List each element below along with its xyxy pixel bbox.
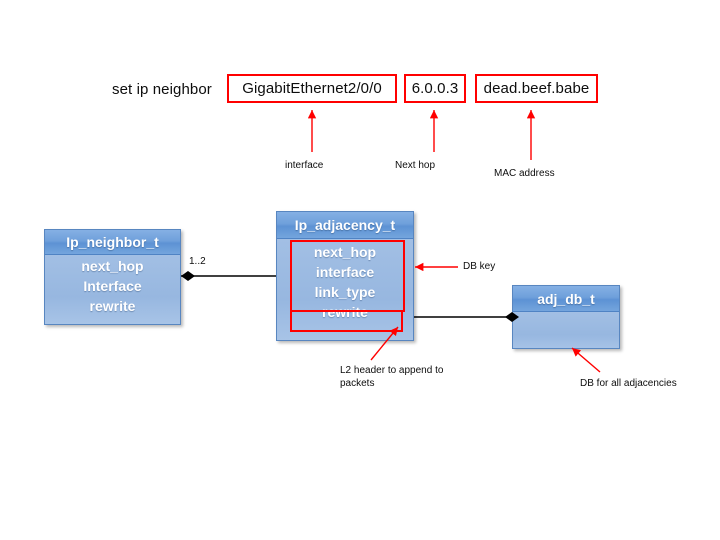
annotation-l2-header: L2 header to append to packets [340, 365, 444, 389]
class-title-adj-db-t: adj_db_t [513, 286, 619, 312]
attribute-row: next_hop [81, 258, 144, 274]
command-field-mac-address[interactable]: dead.beef.babe [475, 74, 598, 103]
caption-mac-address: MAC address [494, 168, 555, 179]
command-field-next-hop[interactable]: 6.0.0.3 [404, 74, 466, 103]
attribute-row: next_hop [313, 244, 377, 260]
caption-interface: interface [285, 160, 324, 171]
association-multiplicity: 1..2 [189, 256, 206, 267]
association-adjacency-to-adjdb [414, 312, 519, 322]
annotation-db-all-adjacencies: DB for all adjacencies [580, 378, 677, 389]
class-box-adj-db-t[interactable]: adj_db_t [512, 285, 620, 349]
attribute-row: interface [315, 264, 375, 280]
attribute-row: rewrite [89, 298, 136, 314]
command-field-interface[interactable]: GigabitEthernet2/0/0 [227, 74, 397, 103]
attribute-row: rewrite [322, 304, 368, 320]
class-attributes-ip-adjacency-t: next_hop interface link_type rewrite [277, 239, 413, 340]
class-box-ip-adjacency-t[interactable]: Ip_adjacency_t next_hop interface link_t… [276, 211, 414, 341]
class-title-ip-neighbor-t: Ip_neighbor_t [45, 230, 180, 255]
annotation-db-key: DB key [463, 261, 496, 272]
annotation-arrow-db-all-adjacencies [571, 347, 601, 373]
class-title-ip-adjacency-t: Ip_adjacency_t [277, 212, 413, 239]
association-neighbor-to-adjacency [181, 271, 276, 281]
class-box-ip-neighbor-t[interactable]: Ip_neighbor_t next_hop Interface rewrite [44, 229, 181, 325]
caption-next-hop: Next hop [395, 160, 436, 171]
command-label: set ip neighbor [112, 81, 212, 98]
attribute-row: link_type [314, 284, 376, 300]
class-attributes-adj-db-t [513, 312, 619, 348]
attribute-row: Interface [83, 278, 142, 294]
class-attributes-ip-neighbor-t: next_hop Interface rewrite [45, 255, 180, 324]
